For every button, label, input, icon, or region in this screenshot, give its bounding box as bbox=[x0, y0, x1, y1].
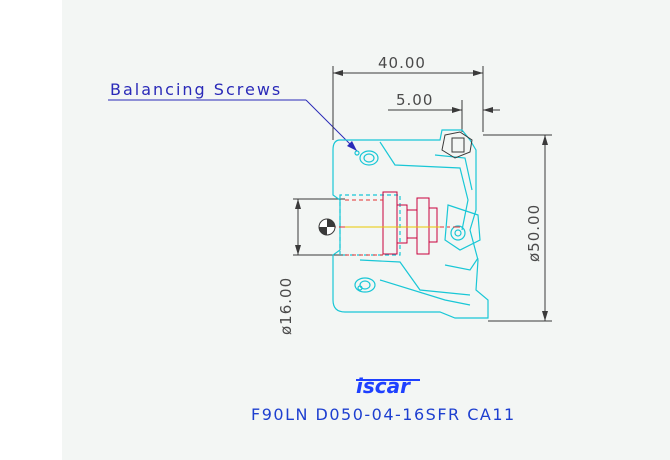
center-mark-icon bbox=[318, 218, 336, 236]
balancing-screws-callout: Balancing Screws bbox=[108, 80, 358, 152]
canvas-panel-bottom bbox=[62, 312, 670, 460]
dimension-overall-length bbox=[332, 66, 484, 140]
model-code: F90LN D050-04-16SFR CA11 bbox=[251, 405, 516, 424]
dimension-cutter-diameter bbox=[483, 134, 552, 322]
canvas-panel-right bbox=[358, 0, 670, 312]
insert-clamp-assembly bbox=[345, 131, 473, 256]
iscar-logo: iscar bbox=[356, 374, 420, 398]
dimension-40-label: 40.00 bbox=[378, 54, 426, 72]
dimension-insert-offset bbox=[388, 100, 500, 132]
cutter-body bbox=[332, 129, 489, 319]
dimension-bore-diameter bbox=[293, 198, 345, 256]
dimension-16-label: ø16.00 bbox=[277, 277, 295, 335]
callout-arrowhead bbox=[347, 141, 357, 151]
brand-logo-text: iscar bbox=[356, 374, 411, 398]
balancing-screws-label: Balancing Screws bbox=[110, 80, 282, 99]
canvas-panel-left bbox=[62, 0, 358, 312]
callout-leader bbox=[305, 99, 358, 152]
dimension-50-label: ø50.00 bbox=[525, 204, 543, 262]
dimension-5-label: 5.00 bbox=[396, 91, 433, 109]
